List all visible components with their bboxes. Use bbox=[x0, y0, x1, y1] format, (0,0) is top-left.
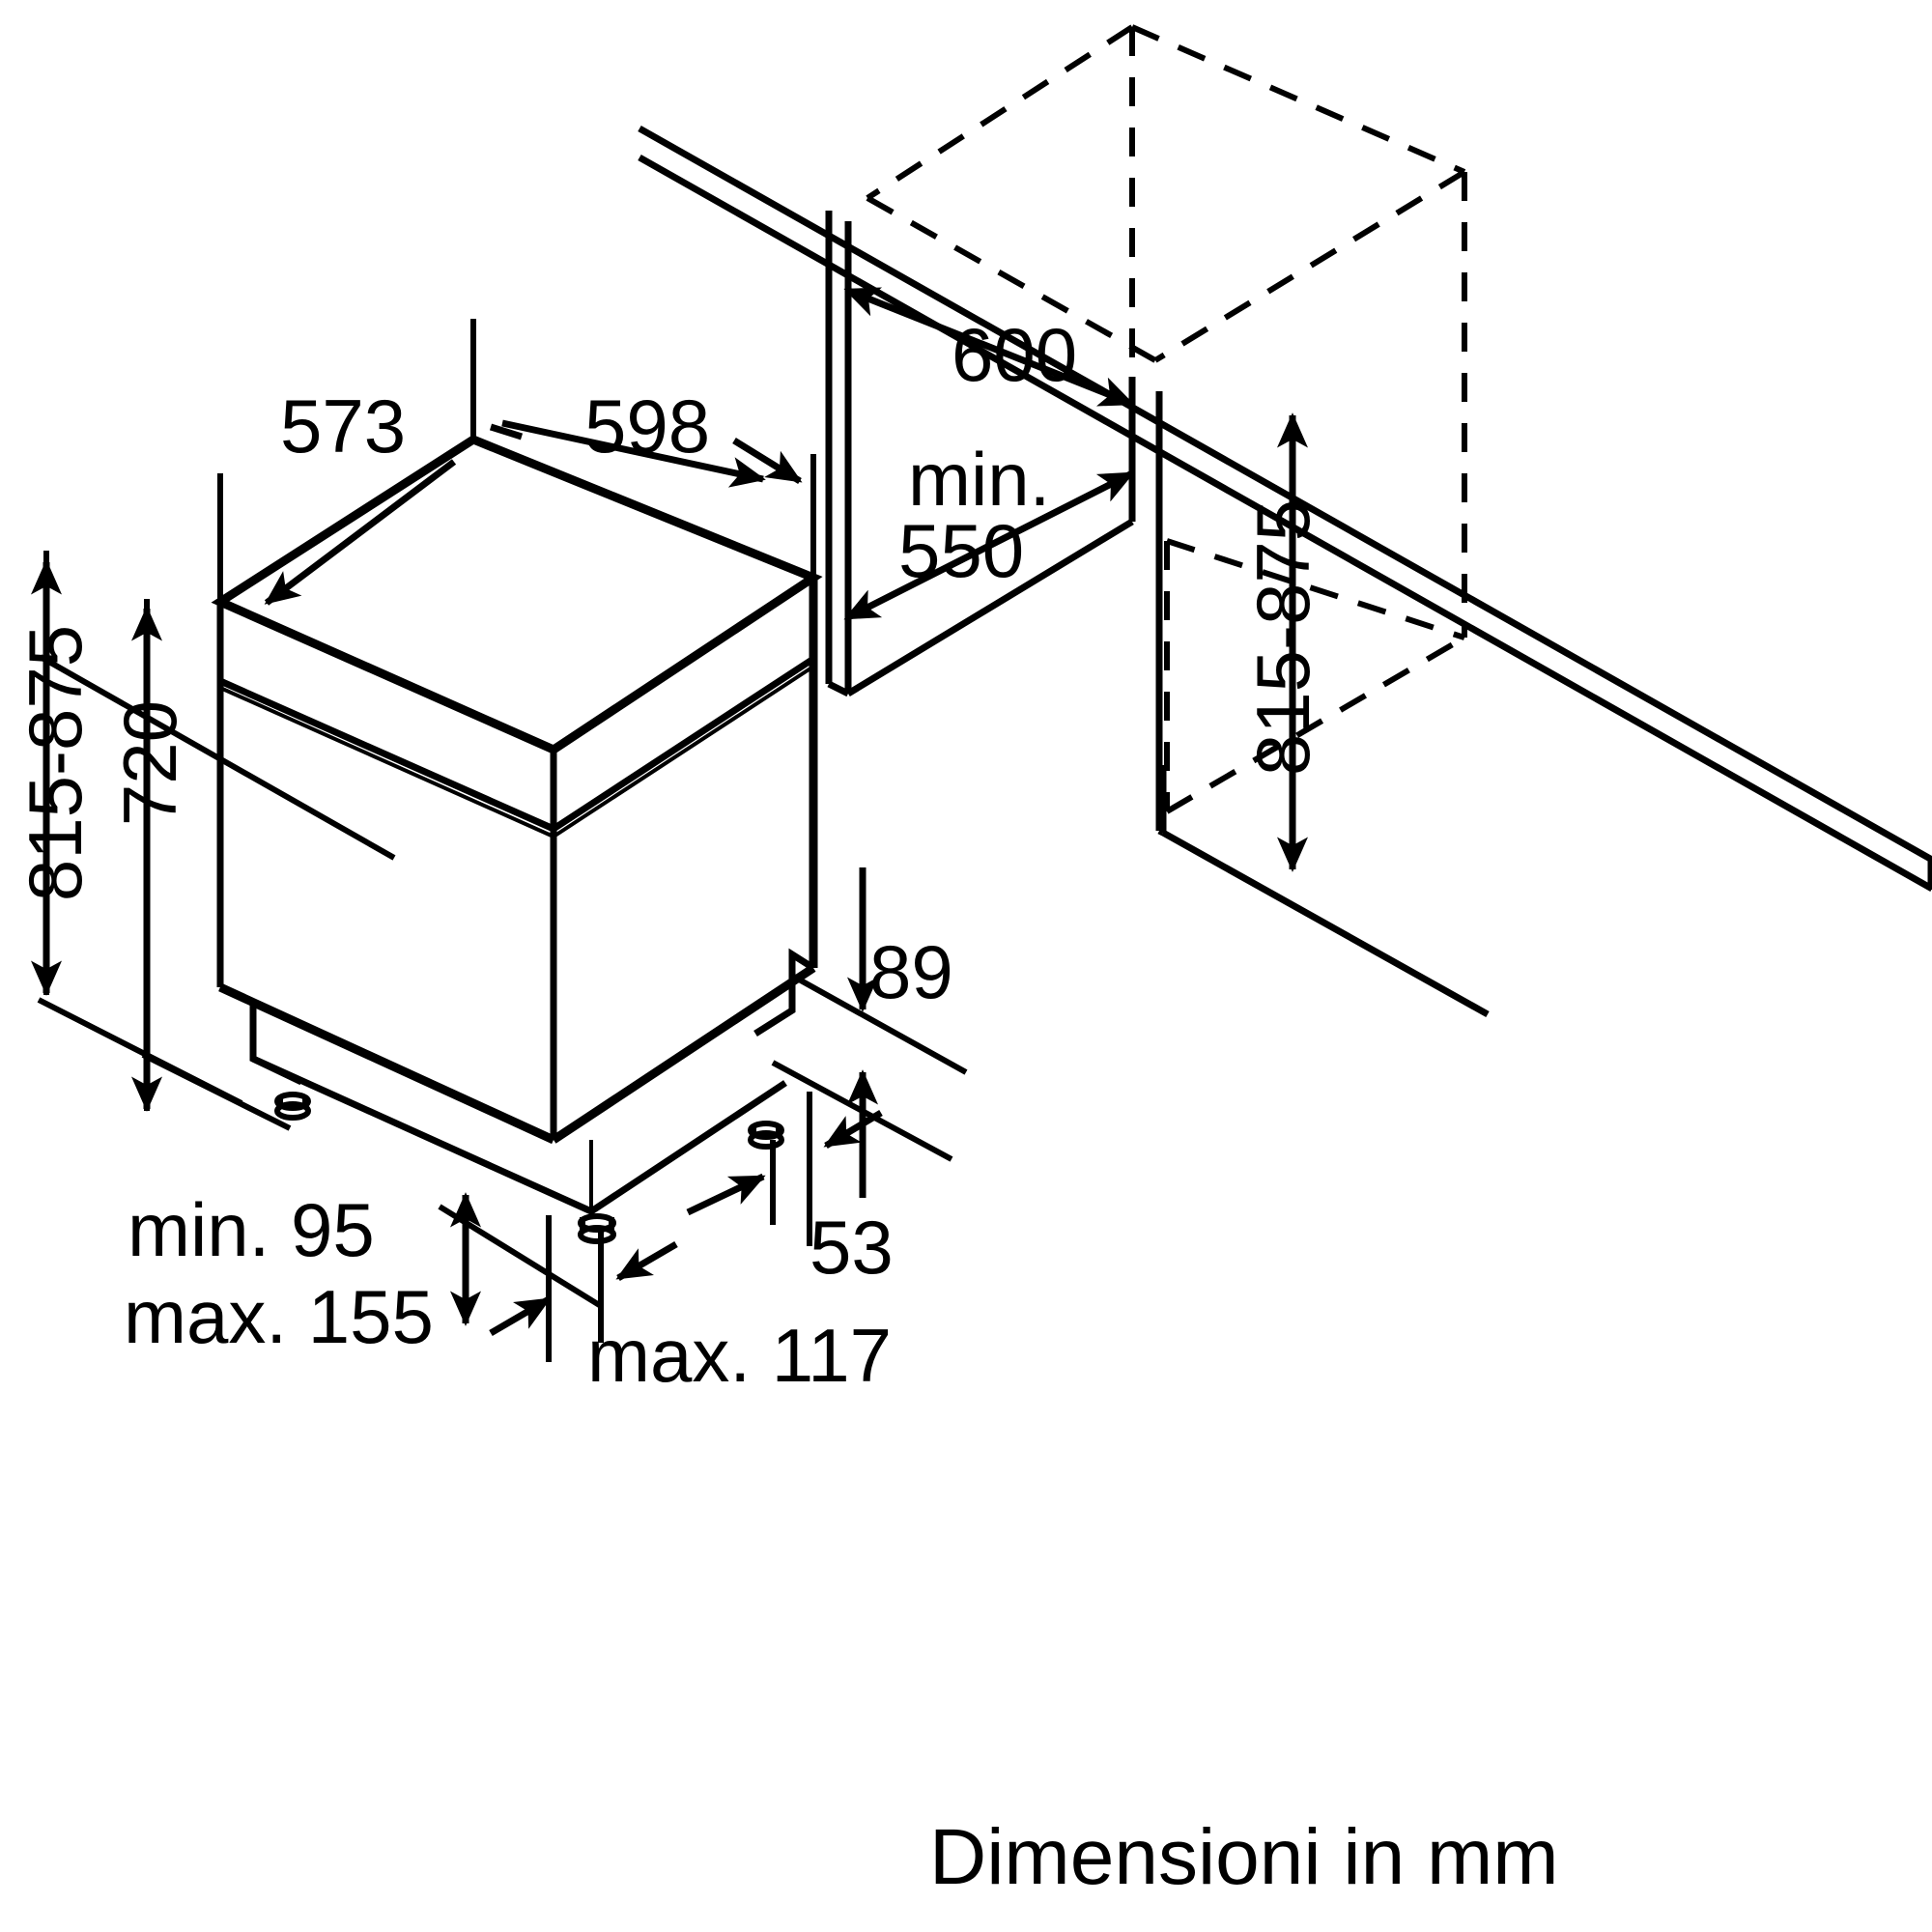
units-note: Dimensioni in mm bbox=[929, 1813, 1559, 1901]
dimension-lines bbox=[30, 286, 1309, 1362]
dimline-117-top bbox=[615, 1240, 678, 1282]
dimline-573-b bbox=[489, 423, 524, 440]
hidden-top-back-left bbox=[866, 24, 1134, 201]
label-max-155: max. 155 bbox=[124, 1274, 434, 1359]
appliance-bottom-right bbox=[551, 964, 816, 1144]
label-720: 720 bbox=[107, 700, 192, 826]
plinth-recess-right bbox=[753, 948, 815, 1037]
hidden-top-back-right bbox=[1130, 24, 1466, 175]
dimension-labels: 573 598 600 min. 550 815-875 720 815-875… bbox=[13, 312, 1325, 1398]
foot-front-left bbox=[274, 1092, 311, 1121]
appliance-bottom-left bbox=[218, 982, 555, 1145]
foot-front-right bbox=[748, 1121, 784, 1150]
dimline-117-bot bbox=[489, 1295, 552, 1337]
label-598: 598 bbox=[584, 384, 710, 469]
cabinet-niche bbox=[825, 211, 1490, 1018]
ext-line-bottom-720 bbox=[141, 1052, 292, 1131]
label-min: min. bbox=[908, 437, 1050, 522]
label-min-95: min. 95 bbox=[128, 1187, 375, 1272]
ext-line-top-815 bbox=[39, 654, 396, 861]
dimline-600 bbox=[843, 286, 1135, 408]
appliance-feet bbox=[274, 1092, 784, 1244]
control-panel-band-right bbox=[552, 656, 815, 832]
ext-line-89-top bbox=[790, 973, 968, 1075]
label-max-117: max. 117 bbox=[587, 1313, 892, 1398]
dimline-598-b bbox=[732, 438, 803, 484]
hidden-top-right-front bbox=[1153, 169, 1466, 363]
door-gap-right bbox=[552, 665, 815, 838]
dimline-53 bbox=[823, 1109, 883, 1150]
leader-95-155 bbox=[438, 1204, 603, 1309]
label-573: 573 bbox=[280, 384, 406, 469]
niche-left-panel-bottom bbox=[827, 680, 850, 697]
foot-front-center bbox=[578, 1213, 616, 1244]
dimline-53-c bbox=[686, 1173, 766, 1216]
front-panel-base-edge bbox=[1161, 829, 1490, 1018]
appliance-body bbox=[211, 434, 823, 1215]
hidden-cabinet-outline bbox=[866, 24, 1467, 814]
dimline-598 bbox=[501, 419, 766, 488]
label-600: 600 bbox=[952, 312, 1077, 397]
dimline-573 bbox=[264, 459, 457, 606]
hidden-lower-right-diag bbox=[1166, 538, 1465, 640]
label-550: 550 bbox=[898, 508, 1024, 593]
dimline-550 bbox=[843, 469, 1135, 622]
label-89: 89 bbox=[869, 929, 953, 1014]
hidden-base-diag bbox=[1165, 635, 1466, 814]
label-815-875-right: 815-875 bbox=[1240, 499, 1325, 776]
label-815-875-left: 815-875 bbox=[13, 625, 98, 901]
door-gap-left bbox=[219, 686, 554, 838]
label-53: 53 bbox=[810, 1205, 894, 1290]
appliance-top-face bbox=[211, 434, 823, 755]
control-panel-band-left bbox=[218, 677, 555, 833]
